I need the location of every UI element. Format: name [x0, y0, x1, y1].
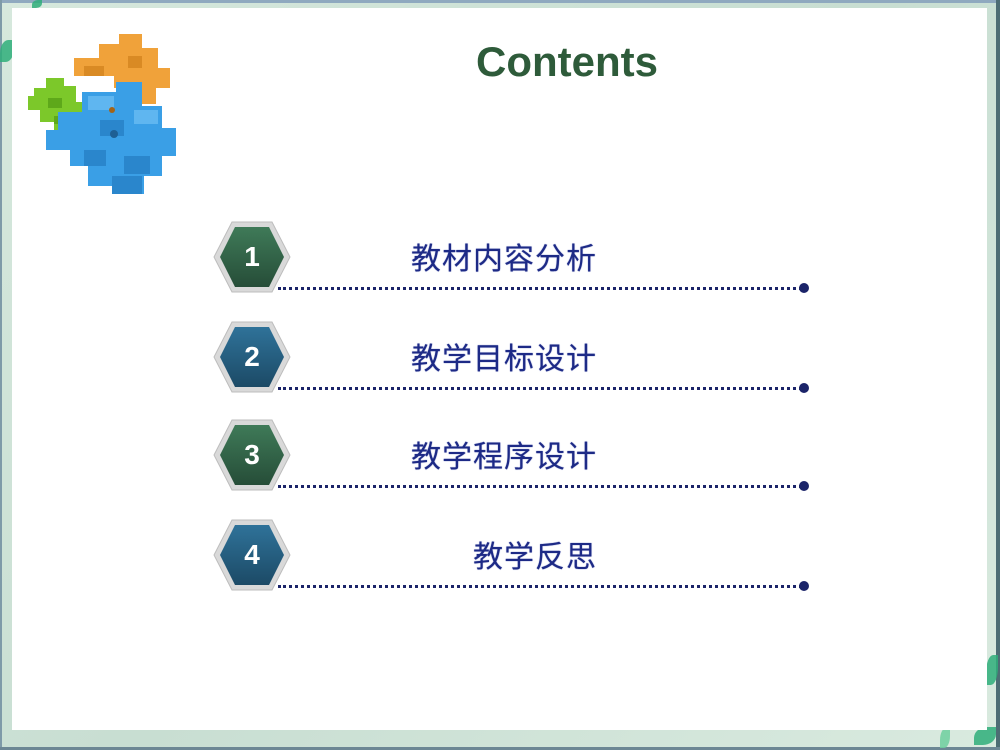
- frame-left-edge: [0, 0, 2, 750]
- frame-top-edge: [0, 0, 1000, 3]
- item-label[interactable]: 教学反思: [473, 540, 597, 575]
- line-end-dot: [799, 481, 809, 491]
- contents-item-4[interactable]: 4 教学反思: [212, 518, 812, 598]
- line-end-dot: [799, 283, 809, 293]
- slide-canvas: Contents 1 教材内容分析 2 教学目标设计: [12, 8, 987, 730]
- dotted-divider: [278, 585, 802, 588]
- item-number: 4: [244, 539, 260, 570]
- leaf-decoration-icon: [940, 728, 950, 748]
- dotted-divider: [278, 287, 802, 290]
- dotted-divider: [278, 387, 802, 390]
- contents-item-2[interactable]: 2 教学目标设计: [212, 320, 812, 400]
- line-end-dot: [799, 581, 809, 591]
- hexagon-badge-icon: 1: [212, 220, 292, 294]
- leaf-decoration-icon: [32, 0, 42, 8]
- item-number: 2: [244, 341, 260, 372]
- line-end-dot: [799, 383, 809, 393]
- item-number: 1: [244, 241, 260, 272]
- item-label[interactable]: 教学程序设计: [411, 440, 597, 475]
- contents-item-3[interactable]: 3 教学程序设计: [212, 418, 812, 498]
- item-number: 3: [244, 439, 260, 470]
- leaf-decoration-icon: [974, 727, 996, 745]
- page-title: Contents: [476, 38, 658, 85]
- frame-bottom-edge: [0, 747, 1000, 750]
- contents-item-1[interactable]: 1 教材内容分析: [212, 220, 812, 300]
- puzzle-blocks-icon: [28, 34, 176, 194]
- leaf-decoration-icon: [986, 655, 998, 685]
- dotted-divider: [278, 485, 802, 488]
- hexagon-badge-icon: 2: [212, 320, 292, 394]
- item-label[interactable]: 教学目标设计: [411, 342, 597, 377]
- leaf-decoration-icon: [0, 40, 14, 62]
- frame-right-edge: [996, 0, 1000, 750]
- hexagon-badge-icon: 4: [212, 518, 292, 592]
- hexagon-badge-icon: 3: [212, 418, 292, 492]
- item-label[interactable]: 教材内容分析: [411, 242, 597, 277]
